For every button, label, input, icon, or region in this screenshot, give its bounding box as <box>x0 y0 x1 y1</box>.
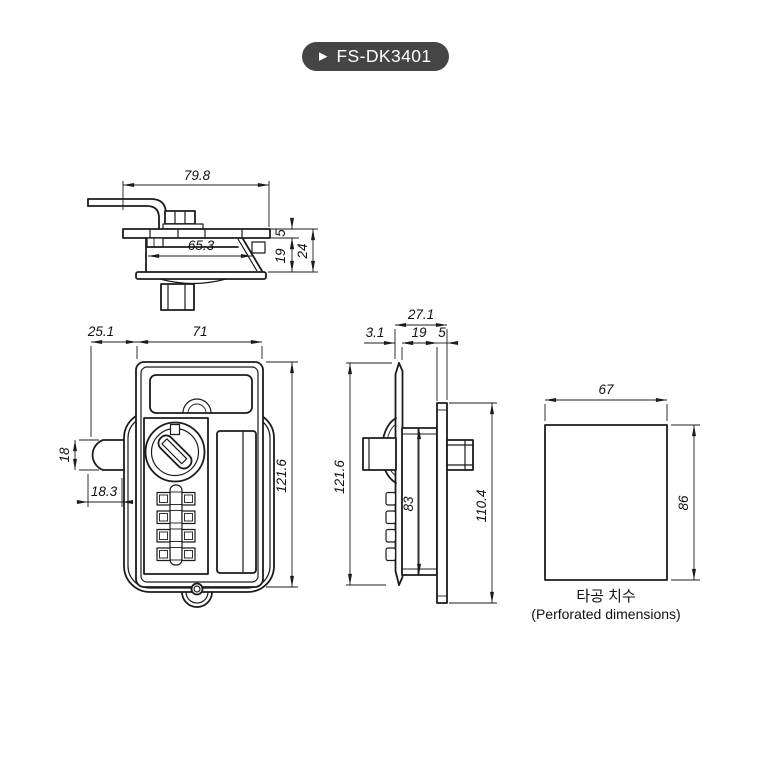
face-plate <box>122 228 271 239</box>
dim-cutout-width: 67 <box>598 382 614 397</box>
side-plate-left <box>394 362 400 586</box>
bottom-lug-inner <box>185 591 209 604</box>
bottom-lug-outer <box>181 591 213 608</box>
dim-cutout-height: 86 <box>676 495 691 511</box>
wheel-axle <box>169 484 183 566</box>
front-plate-inner <box>140 366 259 583</box>
screw-hole-outer <box>190 582 204 596</box>
bottom-flange <box>135 271 267 280</box>
side-wheel-4 <box>385 547 397 562</box>
dim-side-rear-depth: 5 <box>438 325 446 340</box>
dim-side-body-height: 83 <box>401 496 416 512</box>
dim-top-body-depth: 19 <box>273 248 288 264</box>
dim-front-tongue-length: 18.3 <box>91 484 118 499</box>
cutout-rectangle <box>544 424 668 581</box>
body-step <box>146 237 164 248</box>
cutout-caption-korean: 타공 치수 <box>576 588 635 605</box>
body-corner-block <box>251 241 266 254</box>
cutout-view: 67 86 타공 치수 (Perforated dimensions) <box>531 382 700 622</box>
side-wheel-2 <box>385 510 397 525</box>
dim-front-body-width: 71 <box>192 324 207 339</box>
dim-front-overall-height: 121.6 <box>274 459 289 493</box>
keyhole-slot-inner <box>161 438 188 465</box>
dim-front-tongue-height: 18 <box>57 447 72 463</box>
dim-side-overall-height: 121.6 <box>332 460 347 494</box>
cam-block <box>164 210 196 225</box>
model-badge: ▶ FS-DK3401 <box>302 42 449 71</box>
front-view: 25.1 71 121.6 18 18.3 <box>57 324 298 608</box>
combination-wheels <box>156 491 196 562</box>
dim-side-rear-height: 110.4 <box>474 490 489 523</box>
window-notch-inner <box>187 403 207 414</box>
dim-top-total-depth: 24 <box>295 243 310 259</box>
screw-hole-inner <box>193 585 201 593</box>
right-panel <box>216 430 257 574</box>
latch-arm-outline <box>87 198 167 230</box>
dim-top-plate-thickness: 5 <box>273 229 288 237</box>
dim-side-body-depth: 19 <box>411 325 427 340</box>
cutout-caption-english: (Perforated dimensions) <box>531 606 680 622</box>
window-notch-outer <box>182 398 212 414</box>
side-wheel-3 <box>385 528 397 543</box>
lock-top-tab <box>169 423 181 436</box>
side-view: 27.1 3.1 19 5 121.6 83 110.4 <box>332 307 497 604</box>
dim-side-total-depth: 27.1 <box>407 307 434 322</box>
top-view: 79.8 65.3 5 19 24 <box>87 168 318 311</box>
body-diagonal <box>242 238 263 272</box>
cylinder-stub <box>160 283 195 311</box>
dim-top-overall-width: 79.8 <box>184 168 211 183</box>
model-number-label: FS-DK3401 <box>336 46 432 66</box>
keyhole-slot <box>157 434 193 470</box>
dim-top-inner-width: 65.3 <box>188 238 215 253</box>
dim-side-plate-thickness: 3.1 <box>366 325 385 340</box>
side-rear-plate <box>436 402 448 604</box>
play-triangle-icon: ▶ <box>319 50 328 63</box>
mechanism-panel <box>143 417 209 575</box>
side-cylinder <box>362 437 397 471</box>
latch-arm-inner <box>87 205 160 230</box>
side-wheel-1 <box>385 491 397 506</box>
dim-front-left-offset: 25.1 <box>87 324 114 339</box>
label-window <box>149 374 253 414</box>
